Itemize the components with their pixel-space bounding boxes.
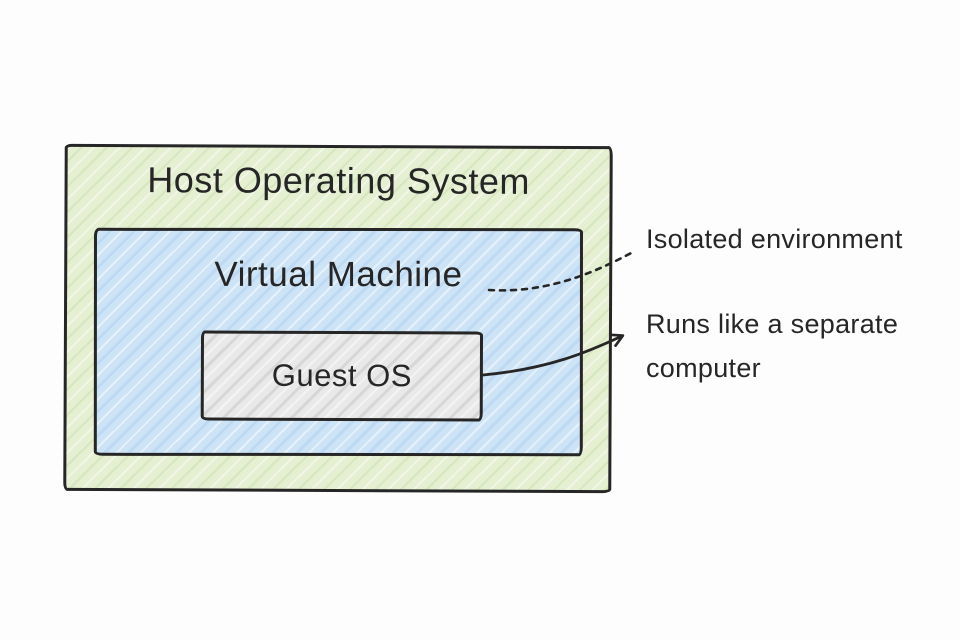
annotation-isolated-environment: Isolated environment — [646, 224, 903, 254]
host-os-box: Host Operating System Virtual Machine Gu… — [63, 143, 613, 494]
virtual-machine-label: Virtual Machine — [214, 254, 463, 295]
guest-os-box: Guest OS — [200, 330, 484, 422]
guest-os-label: Guest OS — [271, 357, 412, 394]
virtual-machine-box: Virtual Machine Guest OS — [93, 227, 583, 457]
annotation-runs-like-separate-computer: Runs like a separate computer — [646, 309, 899, 383]
host-os-label: Host Operating System — [147, 159, 531, 202]
